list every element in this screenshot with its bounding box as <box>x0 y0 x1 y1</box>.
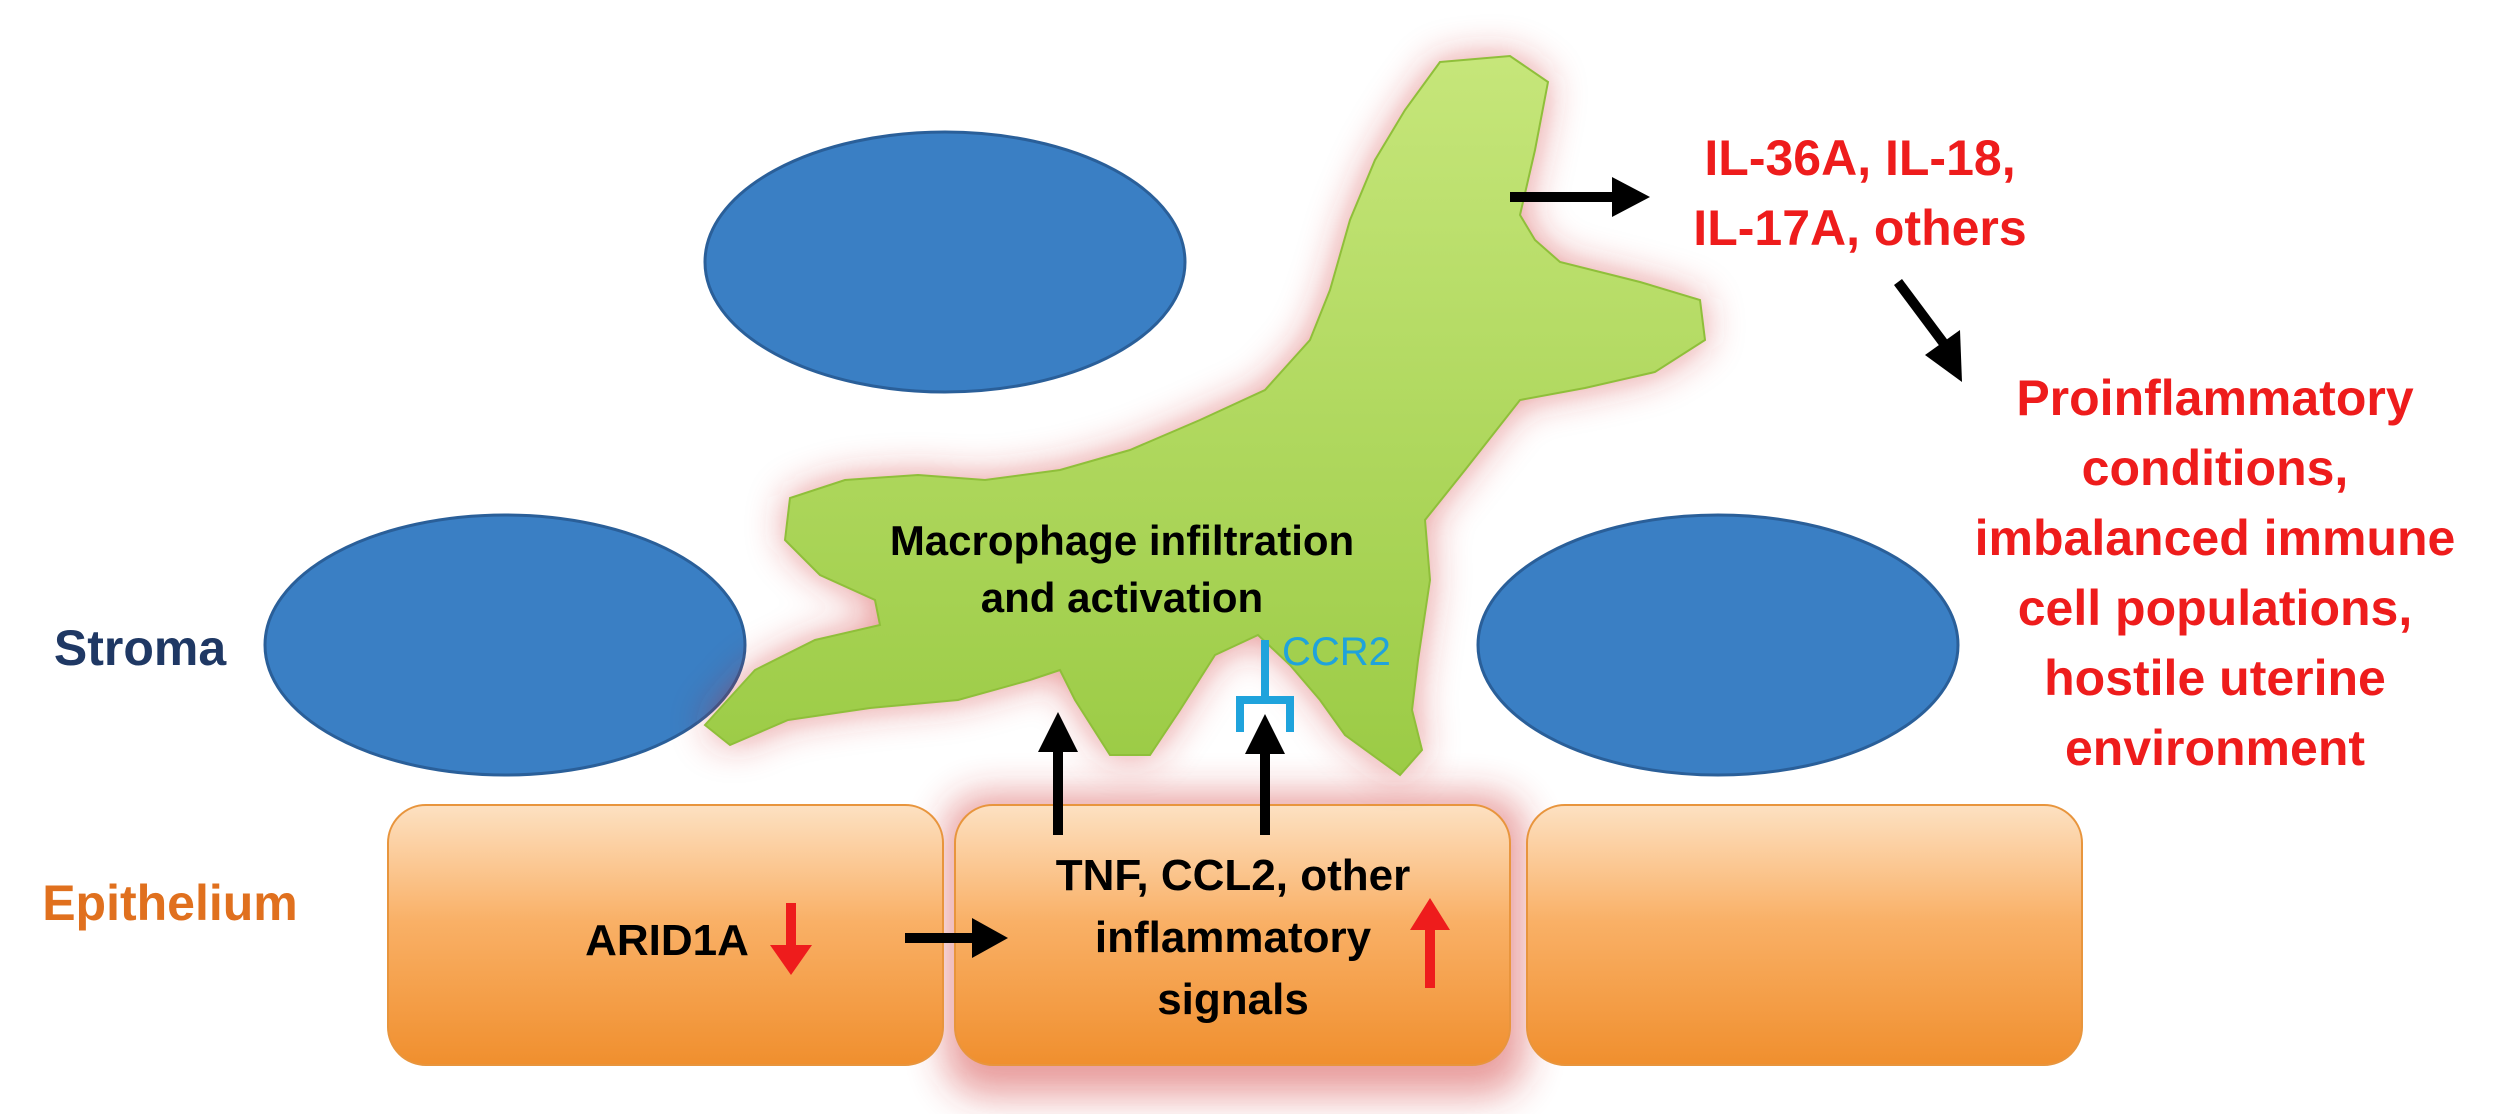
arrow-macrophage-to-cytokines <box>1510 177 1650 217</box>
macrophage-label-line2: and activation <box>981 574 1263 621</box>
outcome-label-line5: hostile uterine <box>2044 650 2386 706</box>
stromal-cell-right <box>1476 513 1960 777</box>
signals-label-line2: inflammatory <box>1095 913 1372 962</box>
ccr2-receptor-icon <box>1236 640 1294 732</box>
epithelium-label: Epithelium <box>42 875 298 931</box>
outcome-label-line6: environment <box>2065 720 2365 776</box>
epithelial-cell-right <box>1526 804 2083 1066</box>
arid1a-label: ARID1A <box>585 916 749 965</box>
cytokines-label-line1: IL-36A, IL-18, <box>1704 130 2015 186</box>
arrow-signals-to-macrophage-left <box>1038 712 1078 835</box>
macrophage-cell <box>703 54 1707 777</box>
outcome-label-line4: cell populations, <box>2018 580 2412 636</box>
outcome-label-line1: Proinflammatory <box>2016 370 2414 426</box>
arrow-signals-to-ccr2 <box>1245 714 1285 835</box>
stromal-cell-left <box>263 513 747 777</box>
stroma-label: Stroma <box>54 620 227 676</box>
ccr2-label: CCR2 <box>1282 630 1391 674</box>
cytokines-label-line2: IL-17A, others <box>1693 200 2026 256</box>
arid1a-down-arrow-icon <box>770 903 812 975</box>
outcome-label-line3: imbalanced immune <box>1975 510 2456 566</box>
signals-up-arrow-icon <box>1410 898 1450 988</box>
arrow-arid1a-to-signals <box>905 918 1008 958</box>
signals-label-line1: TNF, CCL2, other <box>1056 851 1410 900</box>
signals-label-line3: signals <box>1157 975 1309 1024</box>
arrow-cytokines-to-outcome <box>1893 279 1962 382</box>
outcome-label-line2: conditions, <box>2082 440 2349 496</box>
macrophage-label-line1: Macrophage infiltration <box>890 517 1354 564</box>
stromal-cell-top <box>703 130 1187 394</box>
